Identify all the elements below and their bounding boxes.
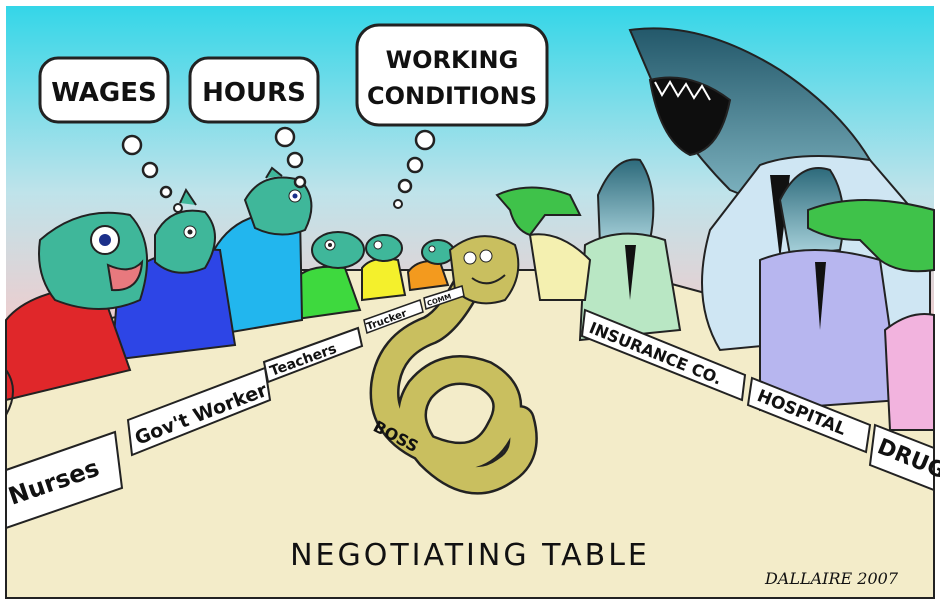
worker-fish-trucker — [361, 234, 407, 302]
croc-drug — [807, 199, 935, 431]
thought-working-line2: CONDITIONS — [367, 82, 537, 110]
plate-nurses: Nurses — [5, 430, 124, 530]
worker-fish-nurse — [5, 211, 149, 416]
eel-boss: BOSS — [369, 235, 538, 495]
shark-insurance — [578, 158, 682, 342]
worker-fish-teacher — [213, 166, 313, 337]
thought-bubble-working-conditions: WORKING CONDITIONS — [355, 23, 549, 209]
thought-working-line1: WORKING — [386, 46, 519, 74]
caption-text: NEGOTIATING TABLE — [290, 538, 650, 573]
worker-fish-green — [289, 231, 365, 322]
thought-bubble-wages: WAGES — [38, 56, 183, 213]
croc-left — [495, 186, 592, 301]
signature-text: DALLAIRE 2007 — [764, 569, 899, 588]
thought-hours-text: HOURS — [202, 78, 306, 108]
thought-bubble-hours: HOURS — [188, 56, 320, 189]
thought-wages-text: WAGES — [51, 78, 156, 108]
